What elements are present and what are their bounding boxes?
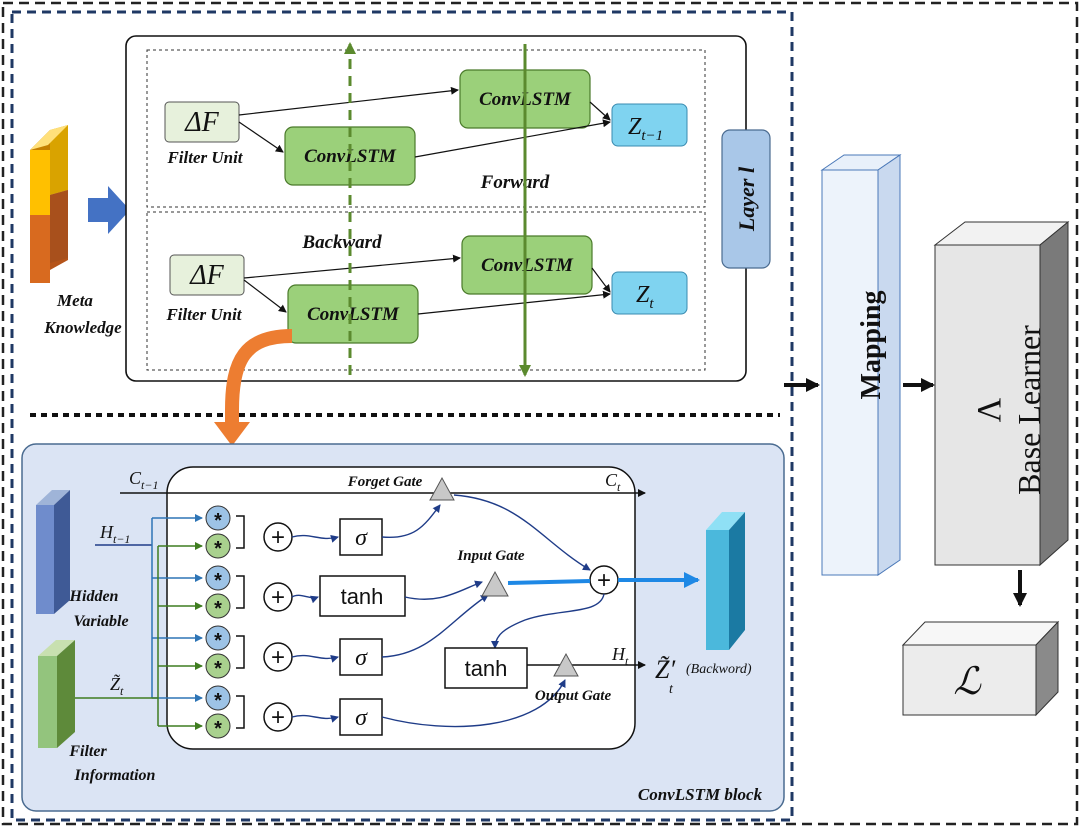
meta-label-line2: Knowledge — [43, 318, 122, 337]
conv-star: * — [214, 718, 222, 740]
layer-box — [721, 129, 771, 269]
c-cur-label: Ct — [605, 470, 621, 494]
meta-label-line1: Meta — [56, 291, 93, 310]
backward-label: Backward — [301, 232, 382, 253]
input-gate-triangle — [481, 570, 509, 597]
backward-section — [146, 211, 706, 371]
forward-label: Forward — [480, 172, 550, 193]
hidden-variable-line2: Variable — [73, 613, 128, 630]
orange-arrow — [225, 329, 293, 425]
output-cube — [706, 512, 745, 650]
forget-gate-triangle — [429, 476, 455, 501]
c-prev-label: Ct−1 — [129, 468, 158, 492]
z-cur-label: Zt — [636, 282, 654, 312]
conv-star: * — [214, 570, 222, 592]
backward-convlstm-2 — [461, 235, 593, 295]
input-gate-label: Input Gate — [456, 548, 524, 564]
backward-convlstm-1-label: ConvLSTM — [307, 304, 400, 325]
conv-star: * — [214, 510, 222, 532]
hidden-variable-cube — [36, 490, 70, 614]
left-frame — [10, 10, 794, 822]
forward-delta-f: ΔF — [184, 107, 219, 138]
h-prev-label: Ht−1 — [99, 522, 130, 546]
backward-delta-f-box — [169, 254, 245, 296]
filter-information-cube — [38, 640, 75, 748]
filter-info-line1: Filter — [68, 743, 107, 760]
z-prev-box — [611, 103, 688, 147]
filter-info-line2: Information — [74, 767, 156, 784]
conv-star: * — [214, 598, 222, 620]
meta-knowledge-cube — [30, 125, 68, 283]
output-gate-triangle — [553, 652, 579, 677]
lambda-label: Λ — [971, 397, 1008, 422]
forget-sigma-box — [339, 518, 383, 556]
forward-convlstm-1-label: ConvLSTM — [304, 146, 397, 167]
output-sigma: σ — [355, 705, 368, 731]
plus-sign: + — [271, 584, 285, 611]
output-z-sup: (Backword) — [686, 662, 752, 677]
output-z-label: Z̃′ — [655, 655, 675, 684]
layer-label: Layer l — [734, 166, 759, 232]
conv-star: * — [214, 630, 222, 652]
add-operators — [263, 522, 293, 732]
forget-sigma: σ — [355, 525, 368, 551]
forward-filter-unit: Filter Unit — [166, 148, 243, 167]
plus-sign: + — [271, 644, 285, 671]
input-tanh: tanh — [341, 584, 384, 609]
input-sigma: σ — [355, 645, 368, 671]
bilstm-panel — [125, 35, 747, 382]
backward-filter-unit: Filter Unit — [165, 305, 242, 324]
h-cur-label: Ht — [611, 644, 629, 668]
backward-convlstm-2-label: ConvLSTM — [481, 255, 574, 276]
conv-operators — [205, 505, 231, 739]
forward-section — [146, 49, 706, 208]
mapping-block — [820, 154, 902, 576]
input-tanh-box — [319, 575, 406, 617]
base-learner-label: Base Learner — [1011, 325, 1047, 495]
plus-sign: + — [271, 704, 285, 731]
backward-delta-f: ΔF — [189, 260, 224, 291]
output-gate-label: Output Gate — [535, 688, 612, 704]
conv-star: * — [214, 658, 222, 680]
conv-star: * — [214, 690, 222, 712]
cell-plus-sign: + — [597, 567, 611, 594]
z-cur-box — [611, 271, 688, 315]
plus-sign: + — [271, 524, 285, 551]
loss-label: ℒ — [953, 661, 982, 703]
output-tanh: tanh — [465, 656, 508, 681]
output-tanh-box — [444, 647, 528, 689]
forget-gate-label: Forget Gate — [347, 474, 423, 490]
loss-block — [901, 620, 1060, 717]
input-sigma-box — [339, 638, 383, 676]
meta-arrow — [88, 186, 130, 234]
mapping-label: Mapping — [856, 291, 887, 400]
conv-star: * — [214, 538, 222, 560]
z-tilde-label: Z̃t — [110, 674, 124, 698]
z-prev-label: Zt−1 — [628, 114, 663, 144]
hidden-variable-line1: Hidden — [69, 588, 119, 605]
output-z-sub: t — [669, 682, 674, 697]
block-title: ConvLSTM block — [638, 785, 763, 804]
base-learner-block — [933, 220, 1070, 567]
